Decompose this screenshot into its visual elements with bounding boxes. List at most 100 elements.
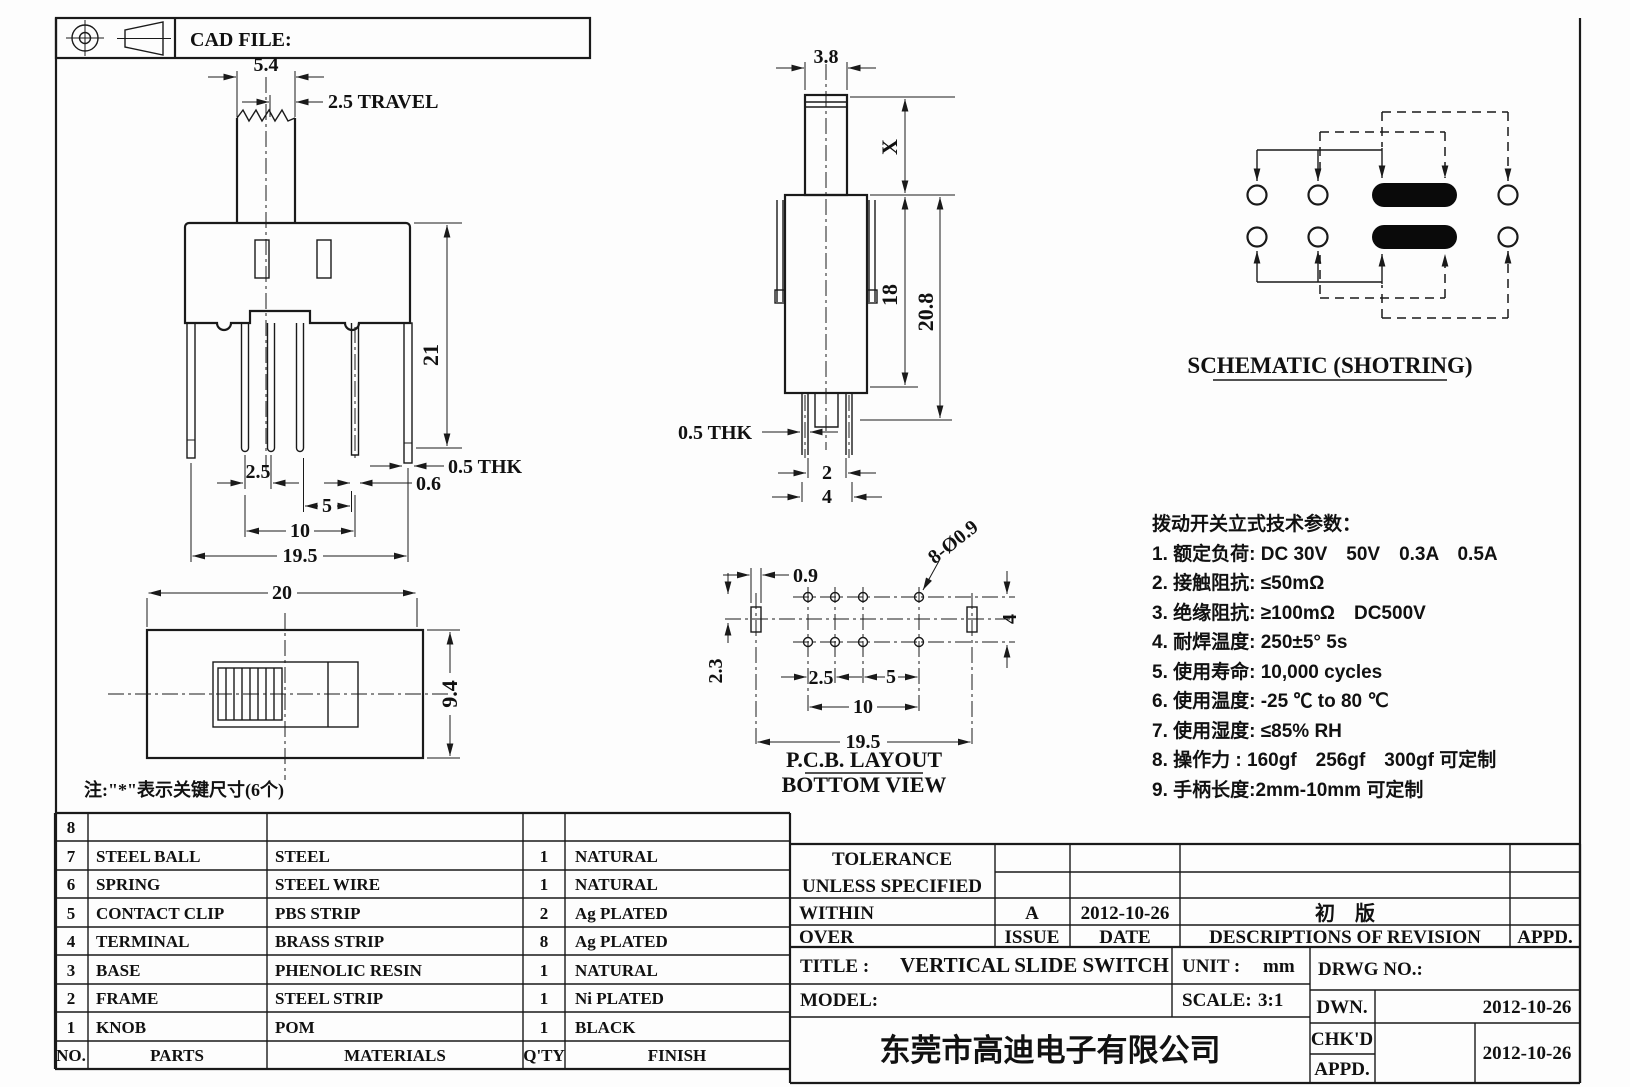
row-qty: 8	[540, 932, 549, 951]
company-name: 东莞市高迪电子有限公司	[880, 1033, 1221, 1068]
dim-slot-span: 19.5	[846, 731, 881, 753]
parts-table-grid	[53, 811, 792, 1083]
dim-travel: 2.5 TRAVEL	[328, 91, 438, 113]
tech-param-item: 9. 手柄长度:2mm-10mm 可定制	[1152, 779, 1424, 801]
front-view-geometry	[183, 71, 413, 475]
title-block-text: TOLERANCE UNLESS SPECIFIED WITHIN OVER A…	[799, 849, 1573, 1080]
tech-param-item: 1. 额定负荷: DC 30V 50V 0.3A 0.5A	[1152, 543, 1498, 565]
dwn-date-value: 2012-10-26	[1483, 997, 1572, 1018]
row-part: FRAME	[96, 989, 158, 1008]
dim-knob-height: X	[877, 139, 902, 155]
dim-body-width: 9.4	[437, 680, 462, 708]
key-dimension-note: 注:"*"表示关键尺寸(6个)	[84, 780, 284, 800]
row-finish: NATURAL	[575, 847, 658, 866]
tech-param-item: 2. 接触阻抗: ≤50mΩ	[1152, 573, 1325, 594]
rev-description-value: 初 版	[1315, 901, 1375, 925]
unit-value: mm	[1263, 956, 1295, 977]
dim-pin-thk: 0.5 THK	[678, 422, 753, 444]
appd-sign-label: APPD.	[1314, 1059, 1369, 1080]
dwn-label: DWN.	[1316, 997, 1367, 1018]
dim-knob-thk: 3.8	[814, 46, 839, 68]
row-part: SPRING	[96, 875, 160, 894]
side-view-drawing: 3.8 X 18 20.8 0.5 THK 2	[678, 46, 955, 508]
pcb-layout-drawing: 0.9 8-Ø0.9 2.3 2.5 5 10 19.5 4 P.C.B. LA…	[705, 516, 1021, 797]
row-no: 2	[67, 989, 76, 1008]
title-block-table: 8 7 STEEL BALL STEEL 1 NATURAL 6 SPRING …	[53, 811, 1582, 1085]
row-material: STEEL STRIP	[275, 989, 383, 1008]
tech-params-title: 拨动开关立式技术参数：	[1152, 514, 1362, 535]
projection-symbol-circle-icon	[66, 20, 104, 56]
dim-pin-span: 4	[822, 486, 832, 508]
rev-issue-value: A	[1025, 903, 1039, 924]
row-no: 7	[67, 847, 76, 866]
row-qty: 1	[540, 1018, 549, 1037]
row-material: BRASS STRIP	[275, 932, 384, 951]
dim-row-offset: 2.3	[705, 659, 727, 684]
chk-date-value: 2012-10-26	[1483, 1043, 1572, 1064]
front-view-dimensions: 5.4 2.5 TRAVEL 21 0.5 THK 2.5 0.6	[190, 54, 523, 567]
slider-contact-bottom	[1372, 225, 1457, 249]
cad-file-box: CAD FILE:	[54, 16, 592, 60]
appd-label: APPD.	[1517, 927, 1572, 948]
dim-slot-width: 0.9	[793, 565, 818, 587]
pcb-title: P.C.B. LAYOUT	[786, 747, 942, 772]
projection-symbol-cone-icon	[117, 21, 171, 56]
tech-param-item: 7. 使用湿度: ≤85% RH	[1152, 720, 1342, 742]
row-material: STEEL	[275, 847, 330, 866]
header-parts: PARTS	[150, 1046, 204, 1065]
row-qty: 1	[540, 847, 549, 866]
dim-total-height: 20.8	[913, 293, 938, 332]
row-qty: 1	[540, 961, 549, 980]
title-label: TITLE :	[800, 956, 869, 977]
rev-date-value: 2012-10-26	[1081, 903, 1170, 924]
row-material: PHENOLIC RESIN	[275, 961, 423, 980]
row-part: STEEL BALL	[96, 847, 200, 866]
model-label: MODEL:	[800, 990, 878, 1011]
tech-param-item: 8. 操作力 : 160gf 256gf 300gf 可定制	[1152, 750, 1497, 771]
dim-span: 19.5	[283, 545, 318, 567]
dim-pin-pitch: 2.5	[246, 461, 271, 483]
scale-label: SCALE:	[1182, 990, 1252, 1011]
dim-pin-gap: 2	[822, 462, 832, 484]
schematic-title: SCHEMATIC (SHOTRING)	[1187, 353, 1472, 378]
schematic-contacts	[1246, 183, 1519, 249]
dim-ten: 10	[290, 520, 310, 542]
schematic-wiring	[1253, 111, 1512, 319]
title-value: VERTICAL SLIDE SWITCH	[900, 953, 1169, 977]
dim-hole-callout: 8-Ø0.9	[924, 516, 983, 569]
top-view-drawing: 20 9.4	[108, 582, 462, 780]
dim-body-height: 18	[877, 284, 902, 306]
title-block-grid	[790, 842, 1582, 1085]
dim-hole-ten: 10	[853, 696, 873, 718]
issue-label: ISSUE	[1005, 927, 1060, 948]
row-finish: BLACK	[575, 1018, 636, 1037]
row-no: 4	[67, 932, 76, 951]
pcb-geometry	[725, 587, 1015, 745]
row-finish: Ni PLATED	[575, 989, 664, 1008]
row-no: 3	[67, 961, 76, 980]
tech-param-item: 5. 使用寿命: 10,000 cycles	[1152, 661, 1383, 683]
tolerance-label2: UNLESS SPECIFIED	[802, 876, 982, 897]
row-finish: NATURAL	[575, 961, 658, 980]
date-label: DATE	[1099, 927, 1150, 948]
row-no: 8	[67, 818, 76, 837]
scale-value: 3:1	[1258, 990, 1283, 1011]
row-no: 5	[67, 904, 76, 923]
dim-hole-pitch: 2.5	[809, 667, 834, 689]
dim-five: 5	[322, 495, 332, 517]
top-view-geometry	[108, 613, 448, 780]
within-label: WITHIN	[799, 903, 874, 924]
row-material: PBS STRIP	[275, 904, 361, 923]
row-part: CONTACT CLIP	[96, 904, 224, 923]
row-finish: NATURAL	[575, 875, 658, 894]
dim-pin-width: 0.6	[416, 473, 441, 495]
tech-params-list: 拨动开关立式技术参数： 1. 额定负荷: DC 30V 50V 0.3A 0.5…	[1152, 510, 1612, 805]
schematic-drawing: SCHEMATIC (SHOTRING)	[1187, 111, 1519, 381]
dim-body-length: 20	[272, 582, 292, 604]
side-view-geometry	[774, 64, 878, 458]
row-finish: Ag PLATED	[575, 932, 668, 951]
over-label: OVER	[799, 927, 854, 948]
descriptions-label: DESCRIPTIONS OF REVISION	[1209, 927, 1481, 948]
header-finish: FINISH	[648, 1046, 707, 1065]
row-part: BASE	[96, 961, 140, 980]
